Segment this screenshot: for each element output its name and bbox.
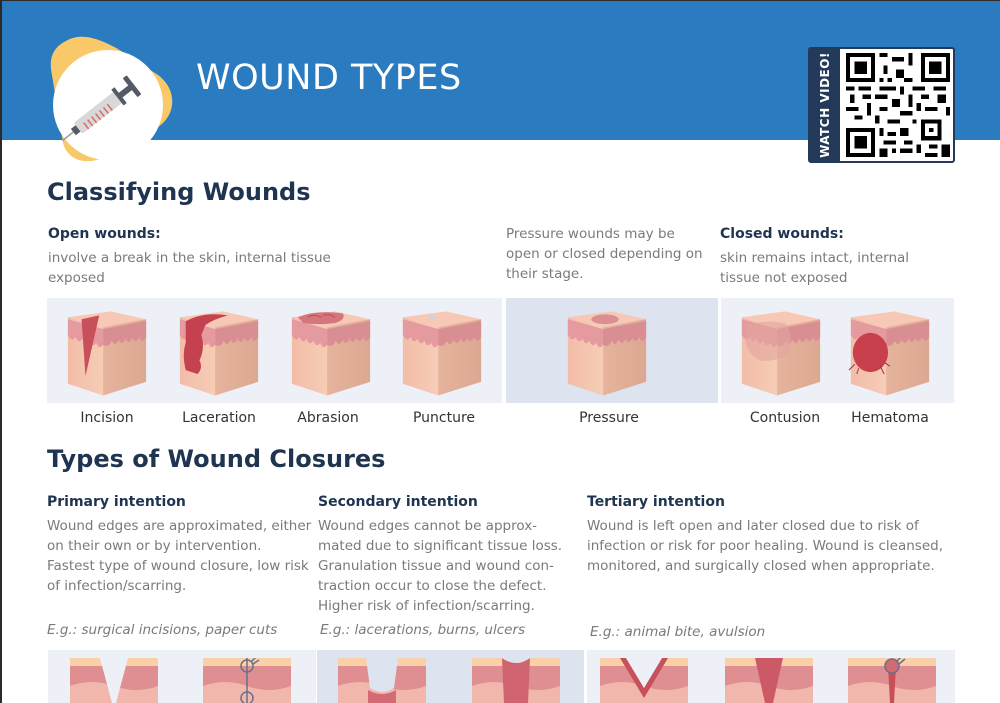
puncture-skin-icon [402, 311, 482, 396]
watch-video-strip: WATCH VIDEO! [810, 49, 840, 161]
wound-label-incision: Incision [80, 410, 134, 426]
watch-video-label: WATCH VIDEO! [818, 52, 832, 158]
primary-intention-title: Primary intention [47, 494, 186, 510]
wound-label-puncture: Puncture [412, 410, 476, 426]
contusion-skin-icon [741, 311, 821, 396]
qr-code-icon [846, 53, 950, 157]
closed-wounds-description: skin remains intact, internal tissue not… [720, 250, 910, 286]
wound-label-contusion: Contusion [749, 410, 821, 426]
tertiary-sutured-wound-icon [848, 658, 936, 703]
open-wounds-title: Open wounds: [48, 226, 161, 242]
secondary-intention-example: E.g.: lacerations, burns, ulcers [320, 622, 526, 638]
wound-label-pressure: Pressure [579, 410, 639, 426]
secondary-intention-title: Secondary intention [318, 494, 478, 510]
laceration-skin-icon [179, 311, 259, 396]
section-heading-classifying: Classifying Wounds [47, 178, 311, 206]
primary-intention-example: E.g.: surgical incisions, paper cuts [47, 622, 278, 638]
tertiary-open-wound-icon [600, 658, 688, 703]
page-title: WOUND TYPES [196, 58, 462, 98]
header-banner: WOUND TYPES WATCH VIDEO! [0, 0, 1000, 163]
wound-label-hematoma: Hematoma [851, 410, 929, 426]
abrasion-skin-icon [291, 311, 371, 396]
secondary-intention-description: Wound edges cannot be approx-mated due t… [318, 518, 563, 614]
syringe-icon [50, 36, 173, 162]
hematoma-skin-icon [848, 311, 930, 396]
open-wounds-description: involve a break in the skin, internal ti… [48, 250, 331, 286]
tertiary-intention-example: E.g.: animal bite, avulsion [590, 624, 766, 640]
primary-sutured-wound-icon [203, 658, 291, 703]
closed-wounds-title: Closed wounds: [720, 226, 844, 242]
section-heading-closures: Types of Wound Closures [47, 445, 386, 473]
wound-label-abrasion: Abrasion [297, 410, 359, 426]
watch-video-qr[interactable]: WATCH VIDEO! [808, 47, 955, 163]
primary-intention-description: Wound edges are approximated, either on … [47, 518, 312, 594]
secondary-granulating-wound-icon [472, 658, 560, 703]
pressure-note: Pressure wounds may be open or closed de… [506, 226, 703, 282]
tertiary-intention-title: Tertiary intention [587, 494, 725, 510]
incision-skin-icon [67, 311, 147, 396]
wound-label-laceration: Laceration [182, 410, 256, 426]
tertiary-cleansed-wound-icon [725, 658, 813, 703]
secondary-open-wound-icon [338, 658, 426, 703]
primary-open-wound-icon [70, 658, 158, 703]
tertiary-intention-description: Wound is left open and later closed due … [587, 518, 943, 574]
pressure-skin-icon [567, 311, 647, 396]
